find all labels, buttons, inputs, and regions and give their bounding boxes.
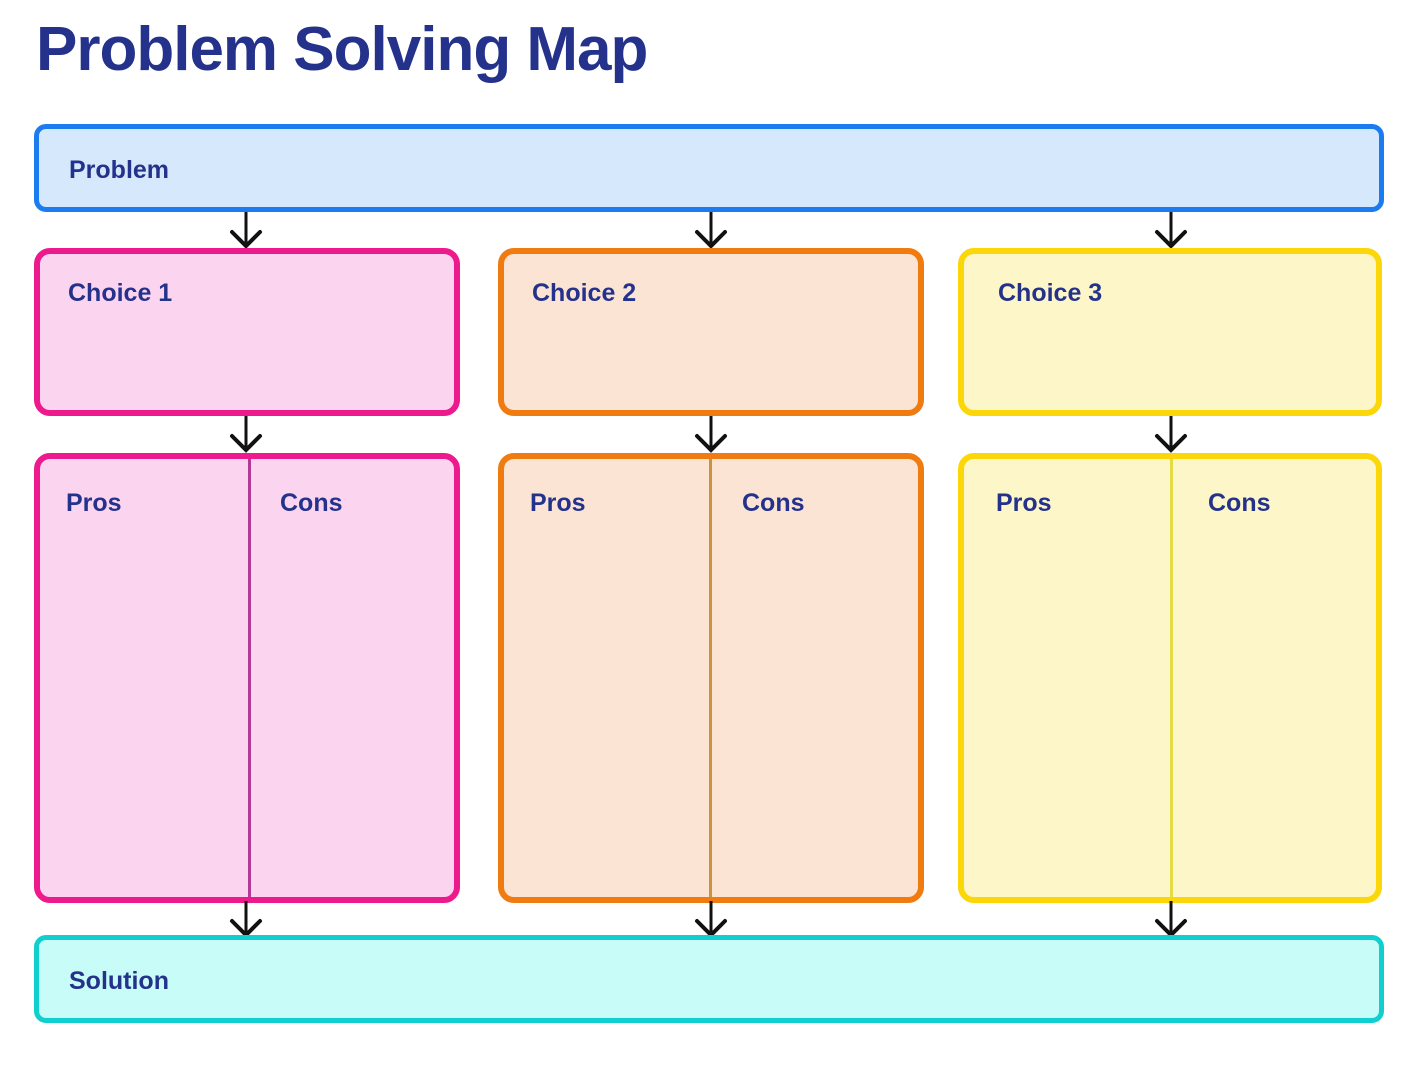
- arrow-choice-2-to-proscons-2: [689, 416, 733, 454]
- proscons-divider-3: [1170, 459, 1173, 897]
- choice-3-label: Choice 3: [998, 279, 1103, 307]
- proscons-box-2[interactable]: Pros Cons: [498, 453, 924, 903]
- choice-1-label: Choice 1: [68, 279, 173, 307]
- choice-box-2[interactable]: Choice 2: [498, 248, 924, 416]
- arrow-proscons-3-to-solution: [1149, 901, 1193, 939]
- proscons-divider-2: [709, 459, 712, 897]
- arrow-proscons-2-to-solution: [689, 901, 733, 939]
- solution-box[interactable]: Solution: [34, 935, 1384, 1023]
- proscons-box-1[interactable]: Pros Cons: [34, 453, 460, 903]
- cons-label-2: Cons: [742, 489, 805, 517]
- arrow-choice-3-to-proscons-3: [1149, 416, 1193, 454]
- choice-2-label: Choice 2: [532, 279, 637, 307]
- pros-label-2: Pros: [530, 489, 586, 517]
- arrow-choice-1-to-proscons-1: [224, 416, 268, 454]
- problem-label: Problem: [69, 156, 170, 184]
- arrow-proscons-1-to-solution: [224, 901, 268, 939]
- choice-box-3[interactable]: Choice 3: [958, 248, 1382, 416]
- solution-label: Solution: [69, 967, 169, 995]
- proscons-divider-1: [248, 459, 251, 897]
- proscons-box-3[interactable]: Pros Cons: [958, 453, 1382, 903]
- cons-label-3: Cons: [1208, 489, 1271, 517]
- page-title: Problem Solving Map: [36, 15, 648, 84]
- problem-box[interactable]: Problem: [34, 124, 1384, 212]
- arrow-problem-to-choice-1: [224, 212, 268, 250]
- choice-box-1[interactable]: Choice 1: [34, 248, 460, 416]
- arrow-problem-to-choice-3: [1149, 212, 1193, 250]
- cons-label-1: Cons: [280, 489, 343, 517]
- arrow-problem-to-choice-2: [689, 212, 733, 250]
- pros-label-3: Pros: [996, 489, 1052, 517]
- pros-label-1: Pros: [66, 489, 122, 517]
